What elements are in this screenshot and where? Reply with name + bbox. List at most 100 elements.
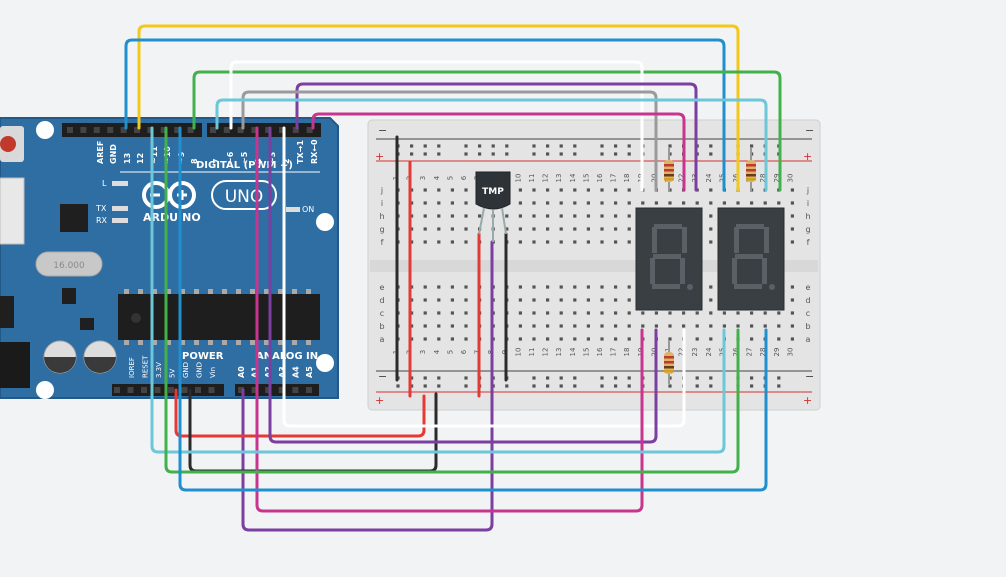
rail-hole[interactable] bbox=[410, 144, 414, 148]
rail-hole[interactable] bbox=[627, 376, 631, 380]
terminal-hole[interactable] bbox=[722, 201, 726, 205]
header-pin[interactable] bbox=[265, 387, 272, 393]
rail-hole[interactable] bbox=[532, 152, 536, 156]
terminal-hole[interactable] bbox=[450, 214, 454, 218]
terminal-hole[interactable] bbox=[437, 201, 441, 205]
terminal-hole[interactable] bbox=[586, 240, 590, 244]
terminal-hole[interactable] bbox=[437, 188, 441, 192]
terminal-hole[interactable] bbox=[464, 298, 468, 302]
terminal-hole[interactable] bbox=[437, 311, 441, 315]
terminal-hole[interactable] bbox=[790, 188, 794, 192]
header-pin[interactable] bbox=[278, 387, 285, 393]
terminal-hole[interactable] bbox=[410, 311, 414, 315]
terminal-hole[interactable] bbox=[410, 214, 414, 218]
terminal-hole[interactable] bbox=[450, 227, 454, 231]
header-pin[interactable] bbox=[187, 127, 194, 133]
terminal-hole[interactable] bbox=[573, 188, 577, 192]
terminal-hole[interactable] bbox=[600, 201, 604, 205]
rail-hole[interactable] bbox=[627, 144, 631, 148]
rail-hole[interactable] bbox=[464, 144, 468, 148]
terminal-hole[interactable] bbox=[627, 298, 631, 302]
terminal-hole[interactable] bbox=[464, 201, 468, 205]
rail-hole[interactable] bbox=[627, 384, 631, 388]
terminal-hole[interactable] bbox=[505, 227, 509, 231]
wire-white-top[interactable] bbox=[229, 60, 644, 192]
terminal-hole[interactable] bbox=[709, 214, 713, 218]
terminal-hole[interactable] bbox=[450, 285, 454, 289]
terminal-hole[interactable] bbox=[532, 337, 536, 341]
rail-hole[interactable] bbox=[464, 384, 468, 388]
terminal-hole[interactable] bbox=[600, 324, 604, 328]
header-pin[interactable] bbox=[251, 127, 258, 133]
terminal-hole[interactable] bbox=[518, 201, 522, 205]
rail-hole[interactable] bbox=[559, 384, 563, 388]
terminal-hole[interactable] bbox=[464, 240, 468, 244]
terminal-hole[interactable] bbox=[600, 188, 604, 192]
terminal-hole[interactable] bbox=[777, 311, 781, 315]
terminal-hole[interactable] bbox=[546, 337, 550, 341]
terminal-hole[interactable] bbox=[518, 285, 522, 289]
terminal-hole[interactable] bbox=[505, 214, 509, 218]
header-pin[interactable] bbox=[120, 127, 127, 133]
terminal-hole[interactable] bbox=[682, 324, 686, 328]
wire-yellow[interactable] bbox=[137, 24, 740, 192]
rail-hole[interactable] bbox=[464, 152, 468, 156]
rail-hole[interactable] bbox=[491, 144, 495, 148]
terminal-hole[interactable] bbox=[532, 324, 536, 328]
rail-hole[interactable] bbox=[600, 376, 604, 380]
terminal-hole[interactable] bbox=[450, 324, 454, 328]
header-pin[interactable] bbox=[147, 127, 154, 133]
terminal-hole[interactable] bbox=[750, 337, 754, 341]
terminal-hole[interactable] bbox=[450, 201, 454, 205]
terminal-hole[interactable] bbox=[546, 214, 550, 218]
rail-hole[interactable] bbox=[573, 376, 577, 380]
terminal-hole[interactable] bbox=[627, 240, 631, 244]
rail-hole[interactable] bbox=[505, 152, 509, 156]
terminal-hole[interactable] bbox=[695, 324, 699, 328]
terminal-hole[interactable] bbox=[573, 227, 577, 231]
terminal-hole[interactable] bbox=[668, 324, 672, 328]
wire-cyan-pin11[interactable] bbox=[150, 126, 726, 454]
terminal-hole[interactable] bbox=[423, 311, 427, 315]
terminal-hole[interactable] bbox=[573, 285, 577, 289]
terminal-hole[interactable] bbox=[586, 337, 590, 341]
terminal-hole[interactable] bbox=[600, 240, 604, 244]
terminal-hole[interactable] bbox=[464, 227, 468, 231]
terminal-hole[interactable] bbox=[423, 337, 427, 341]
terminal-hole[interactable] bbox=[777, 324, 781, 328]
header-pin[interactable] bbox=[67, 127, 73, 133]
rail-hole[interactable] bbox=[478, 144, 482, 148]
terminal-hole[interactable] bbox=[532, 298, 536, 302]
header-pin[interactable] bbox=[114, 387, 120, 393]
terminal-hole[interactable] bbox=[763, 324, 767, 328]
terminal-hole[interactable] bbox=[573, 240, 577, 244]
header-pin[interactable] bbox=[80, 127, 87, 133]
rail-hole[interactable] bbox=[600, 152, 604, 156]
terminal-hole[interactable] bbox=[600, 337, 604, 341]
terminal-hole[interactable] bbox=[586, 285, 590, 289]
terminal-hole[interactable] bbox=[464, 188, 468, 192]
rail-hole[interactable] bbox=[559, 152, 563, 156]
wire-blue-pin9[interactable] bbox=[178, 126, 768, 492]
resistor[interactable] bbox=[664, 148, 674, 192]
terminal-hole[interactable] bbox=[423, 227, 427, 231]
terminal-hole[interactable] bbox=[546, 227, 550, 231]
terminal-hole[interactable] bbox=[423, 188, 427, 192]
terminal-hole[interactable] bbox=[573, 324, 577, 328]
terminal-hole[interactable] bbox=[709, 227, 713, 231]
terminal-hole[interactable] bbox=[709, 201, 713, 205]
terminal-hole[interactable] bbox=[709, 240, 713, 244]
terminal-hole[interactable] bbox=[736, 311, 740, 315]
terminal-hole[interactable] bbox=[423, 201, 427, 205]
terminal-hole[interactable] bbox=[410, 227, 414, 231]
terminal-hole[interactable] bbox=[614, 188, 618, 192]
resistor[interactable] bbox=[664, 340, 674, 384]
terminal-hole[interactable] bbox=[410, 188, 414, 192]
header-pin[interactable] bbox=[168, 387, 174, 393]
rail-hole[interactable] bbox=[709, 376, 713, 380]
terminal-hole[interactable] bbox=[464, 285, 468, 289]
wire-red-5v[interactable] bbox=[174, 388, 426, 438]
rail-hole[interactable] bbox=[750, 144, 754, 148]
terminal-hole[interactable] bbox=[532, 240, 536, 244]
terminal-hole[interactable] bbox=[668, 337, 672, 341]
